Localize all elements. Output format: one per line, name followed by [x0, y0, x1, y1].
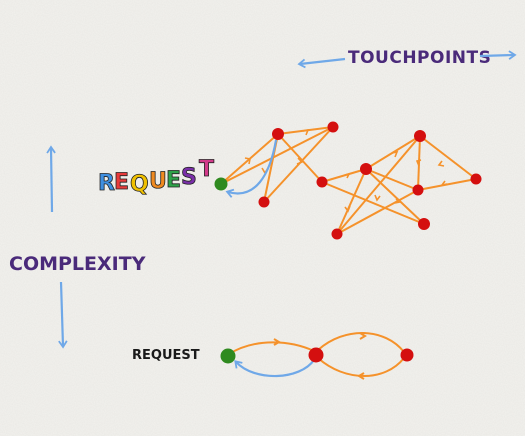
request-letter: S	[181, 165, 197, 190]
simple-return-arrow	[234, 359, 315, 378]
edge	[228, 341, 315, 355]
edge-arrow-icon	[394, 198, 402, 204]
touchpoint-node	[258, 196, 270, 208]
complex-edge-arrowheads	[244, 128, 448, 213]
simple-network-nodes	[220, 347, 414, 364]
touchpoint-node	[400, 348, 414, 362]
edge	[277, 133, 323, 183]
request-letter: E	[166, 168, 181, 193]
up-arrow-icon	[46, 145, 56, 213]
touchpoint-node	[360, 163, 372, 175]
edge	[321, 181, 425, 225]
complex-network-edges	[220, 126, 477, 235]
edge	[419, 135, 477, 180]
request-letter: U	[149, 169, 167, 194]
complexity-axis: COMPLEXITY	[9, 145, 146, 349]
left-arrow-icon	[297, 57, 346, 69]
complexity-label: COMPLEXITY	[9, 253, 146, 275]
edge	[365, 168, 425, 225]
simple-request-label: REQUEST	[132, 348, 200, 363]
touchpoint-node	[272, 128, 284, 140]
edge	[336, 135, 421, 235]
edge-arrow-icon	[344, 172, 351, 179]
touchpoint-node	[331, 228, 343, 240]
touchpoint-node	[308, 347, 324, 363]
touchpoint-node	[412, 184, 424, 196]
edge-arrow-icon	[374, 194, 381, 202]
edge	[321, 168, 367, 183]
complex-return-arrow	[225, 139, 278, 198]
complex-request-label: R E Q U E S T	[98, 157, 215, 198]
edge-arrow-icon	[415, 159, 422, 167]
touchpoint-node	[470, 173, 482, 185]
touchpoint-node	[327, 121, 339, 133]
edge-arrow-icon	[273, 338, 281, 346]
request-letter: T	[199, 157, 214, 182]
edge-arrow-icon	[244, 157, 251, 165]
touchpoint-node	[418, 218, 430, 230]
edge-arrow-icon	[344, 205, 351, 213]
request-letter: Q	[130, 172, 149, 197]
touchpoints-title: TOUCHPOINTS	[348, 48, 491, 68]
edge	[263, 126, 334, 203]
edge-arrow-icon	[391, 150, 399, 158]
request-letter: E	[114, 170, 129, 195]
touchpoint-node	[316, 176, 328, 188]
simple-network-edges	[228, 332, 405, 380]
edge-arrow-icon	[357, 372, 365, 380]
edge	[417, 135, 421, 191]
edge-arrow-icon	[440, 180, 448, 187]
edge	[317, 357, 405, 377]
edge	[317, 332, 405, 353]
edge-arrow-icon	[296, 157, 304, 165]
request-node	[214, 177, 228, 191]
edge-arrow-icon	[437, 160, 445, 167]
request-letter: R	[98, 171, 115, 196]
edge-arrow-icon	[302, 128, 310, 136]
down-arrow-icon	[58, 281, 68, 349]
edge	[336, 168, 367, 235]
touchpoints-header: TOUCHPOINTS	[297, 48, 517, 69]
edge	[220, 126, 334, 185]
complex-network-nodes	[214, 121, 482, 240]
touchpoint-node	[414, 130, 426, 142]
edge-arrow-icon	[359, 332, 367, 340]
edge	[365, 168, 419, 191]
request-node	[220, 348, 236, 364]
right-arrow-icon	[479, 50, 517, 60]
edge	[336, 189, 419, 235]
